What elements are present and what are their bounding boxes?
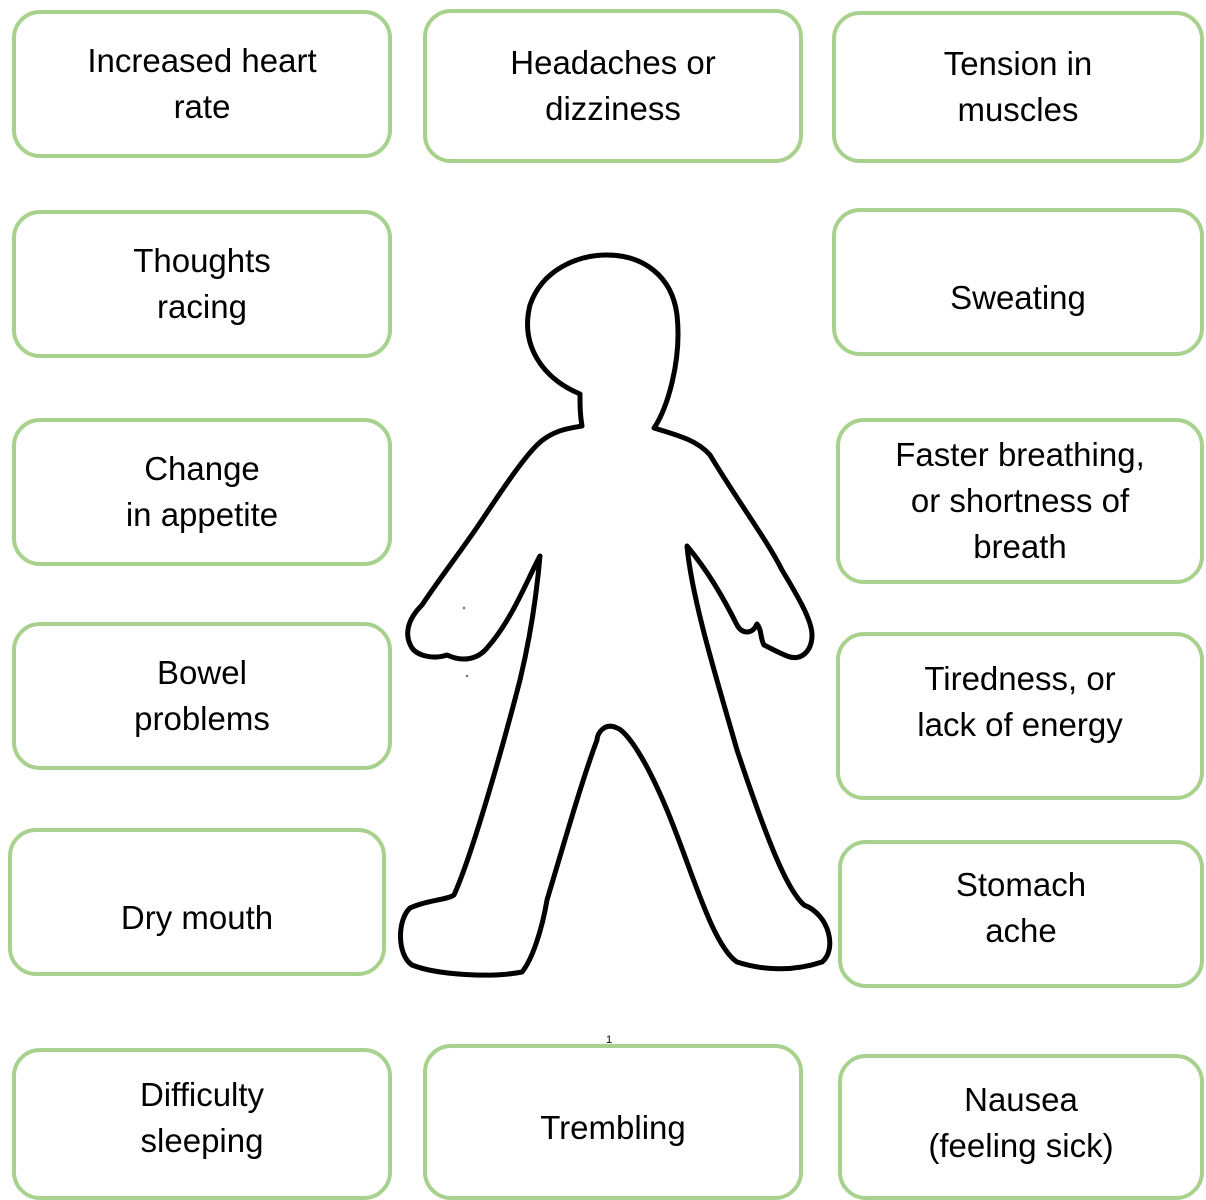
symptom-card-tiredness: Tiredness, or lack of energy bbox=[836, 632, 1204, 800]
symptom-card-sweating: Sweating bbox=[832, 208, 1204, 356]
page-number: 1 bbox=[606, 1034, 612, 1046]
symptom-card-nausea: Nausea (feeling sick) bbox=[838, 1054, 1204, 1200]
symptom-card-headaches: Headaches or dizziness bbox=[423, 9, 803, 163]
symptom-label: Faster breathing, or shortness of breath bbox=[895, 432, 1144, 570]
symptom-label: Tension in muscles bbox=[944, 41, 1093, 133]
symptom-card-increased-heart-rate: Increased heart rate bbox=[12, 10, 392, 158]
symptom-card-thoughts-racing: Thoughts racing bbox=[12, 210, 392, 358]
symptom-label: Change in appetite bbox=[126, 446, 278, 538]
symptom-card-difficulty-sleeping: Difficulty sleeping bbox=[12, 1048, 392, 1200]
symptom-card-tension: Tension in muscles bbox=[832, 11, 1204, 163]
body-outline-figure bbox=[392, 250, 842, 980]
symptom-card-appetite: Change in appetite bbox=[12, 418, 392, 566]
print-speck bbox=[463, 607, 466, 610]
symptom-label: Stomach ache bbox=[956, 862, 1086, 954]
symptom-card-stomach-ache: Stomach ache bbox=[838, 840, 1204, 988]
symptom-label: Bowel problems bbox=[134, 650, 270, 742]
print-speck bbox=[466, 675, 469, 678]
symptom-label: Headaches or dizziness bbox=[510, 40, 715, 132]
symptom-label: Thoughts racing bbox=[133, 238, 271, 330]
symptom-label: Increased heart rate bbox=[87, 38, 316, 130]
symptom-label: Nausea (feeling sick) bbox=[928, 1077, 1113, 1169]
symptom-label: Trembling bbox=[540, 1105, 686, 1151]
symptom-label: Sweating bbox=[950, 275, 1086, 321]
body-outline bbox=[400, 255, 829, 975]
symptom-label: Tiredness, or lack of energy bbox=[917, 656, 1122, 748]
symptom-card-trembling: Trembling bbox=[423, 1044, 803, 1200]
symptom-card-dry-mouth: Dry mouth bbox=[8, 828, 386, 976]
symptom-label: Difficulty sleeping bbox=[140, 1072, 264, 1164]
symptom-label: Dry mouth bbox=[121, 895, 273, 941]
symptom-card-breathing: Faster breathing, or shortness of breath bbox=[836, 418, 1204, 584]
symptom-card-bowel: Bowel problems bbox=[12, 622, 392, 770]
